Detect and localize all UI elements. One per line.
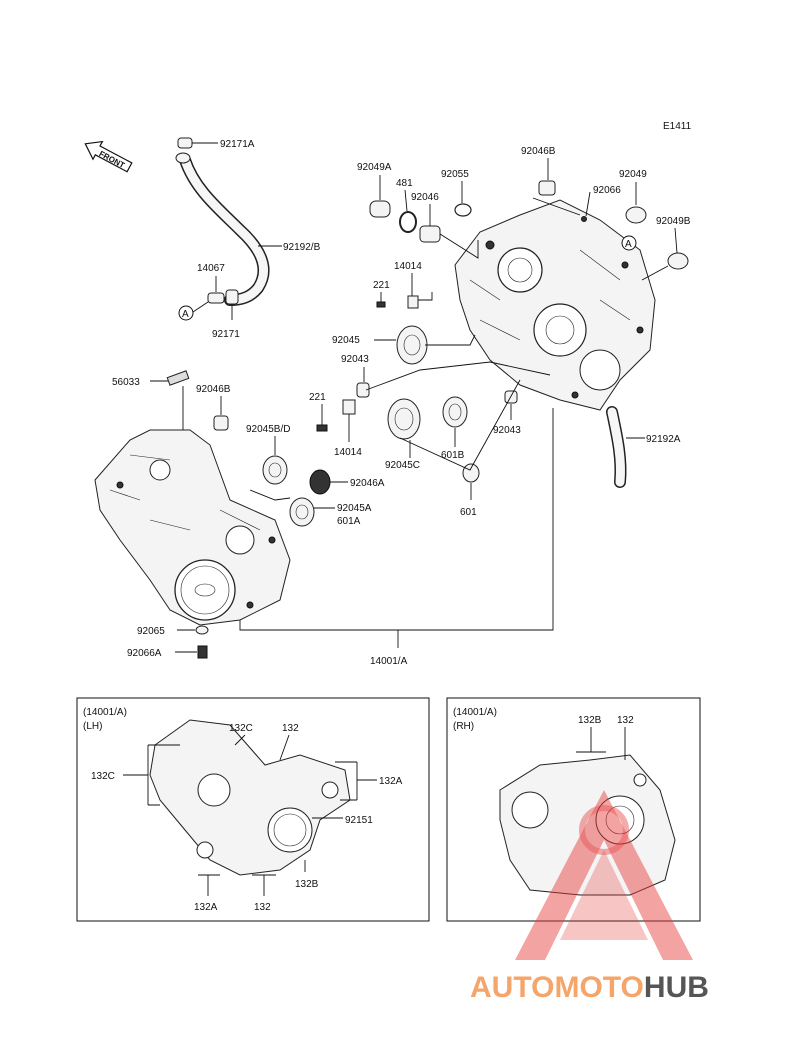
- right-crankcase: [454, 199, 656, 411]
- bearing-92045A: [289, 497, 315, 527]
- snap-ring-481: [399, 211, 417, 233]
- plate-14014-top: [407, 295, 419, 309]
- bolt-221-top: [376, 301, 386, 308]
- lh-label-132A-right: 132A: [379, 776, 403, 787]
- label-92066A: 92066A: [127, 648, 162, 659]
- clamp-92171: [225, 289, 239, 305]
- front-arrow: FRONT: [84, 140, 133, 173]
- ref-circle-a-right: [621, 235, 637, 251]
- lh-detail-box: (14001/A) (LH) 132C 132 132C 132A 92151 …: [76, 697, 430, 922]
- ref-a-right: A: [625, 239, 632, 250]
- label-221-top: 221: [373, 280, 390, 291]
- label-92049: 92049: [619, 169, 647, 180]
- dowel-92066: [581, 216, 587, 222]
- label-plate-56033: [166, 370, 190, 386]
- label-92046: 92046: [411, 192, 439, 203]
- bolt-221-mid: [316, 424, 328, 432]
- label-92055: 92055: [441, 169, 469, 180]
- label-92171: 92171: [212, 329, 240, 340]
- plug-92066A: [197, 645, 208, 659]
- needle-bearing-92046A: [309, 469, 331, 495]
- bearing-601: [462, 463, 480, 483]
- bearing-92046: [419, 225, 441, 243]
- seal-92049A: [369, 200, 391, 218]
- clamp-92171A: [177, 137, 218, 149]
- seal-92049: [625, 206, 647, 224]
- bearing-92045C: [387, 398, 421, 440]
- rh-label-132B: 132B: [578, 715, 602, 726]
- label-14001A: 14001/A: [370, 656, 408, 667]
- label-92046B-top: 92046B: [521, 146, 556, 157]
- bearing-601B: [442, 396, 468, 428]
- lh-label-132C-left: 132C: [91, 771, 115, 782]
- label-92065: 92065: [137, 626, 165, 637]
- label-56033: 56033: [112, 377, 140, 388]
- bearing-92045: [396, 325, 428, 365]
- label-92046B-mid: 92046B: [196, 384, 231, 395]
- bearing-92045BD: [262, 455, 288, 485]
- watermark-part-2: HUB: [644, 971, 709, 1004]
- fitting-14067: [207, 292, 225, 304]
- left-crankcase: [94, 429, 291, 626]
- plate-14014-mid: [342, 399, 356, 415]
- diagram-code: E1411: [663, 121, 692, 132]
- label-92049B: 92049B: [656, 216, 691, 227]
- label-221-mid: 221: [309, 392, 326, 403]
- washer-92065: [195, 625, 209, 635]
- label-14014-mid: 14014: [334, 447, 362, 458]
- label-601: 601: [460, 507, 477, 518]
- watermark-text: AUTOMOTOHUB: [470, 971, 709, 1004]
- label-92171A: 92171A: [220, 139, 255, 150]
- label-92043-right: 92043: [493, 425, 521, 436]
- dowel-92043-left: [356, 382, 370, 398]
- lh-title-1: (14001/A): [83, 707, 127, 718]
- o-ring-92055: [454, 203, 472, 217]
- label-92192A: 92192A: [646, 434, 681, 445]
- label-92046A: 92046A: [350, 478, 385, 489]
- label-92045BD: 92045B/D: [246, 424, 290, 435]
- bearing-92046B-mid: [213, 415, 229, 431]
- watermark-part-1: AUTOMOTO: [470, 971, 644, 1004]
- ref-circle-a-left: [178, 305, 194, 321]
- lh-label-132-bottom: 132: [254, 902, 271, 913]
- label-601A: 601A: [337, 516, 361, 527]
- label-92045C: 92045C: [385, 460, 420, 471]
- watermark-logo: [515, 790, 693, 960]
- lh-label-92151: 92151: [345, 815, 373, 826]
- label-92192B: 92192/B: [283, 242, 321, 253]
- bearing-92046B-top: [538, 180, 556, 196]
- rh-title-2: (RH): [453, 721, 474, 732]
- label-92045: 92045: [332, 335, 360, 346]
- label-92049A: 92049A: [357, 162, 392, 173]
- ref-a-left: A: [182, 309, 189, 320]
- rh-detail-box: (14001/A) (RH) 132B 132: [446, 697, 701, 922]
- breather-hose: [175, 152, 270, 306]
- label-92045A: 92045A: [337, 503, 372, 514]
- label-481: 481: [396, 178, 413, 189]
- rh-label-132: 132: [617, 715, 634, 726]
- lh-label-132C-top: 132C: [229, 723, 253, 734]
- label-14014-top: 14014: [394, 261, 422, 272]
- lh-label-132-top: 132: [282, 723, 299, 734]
- lh-label-132B: 132B: [295, 879, 319, 890]
- lh-title-2: (LH): [83, 721, 102, 732]
- lh-label-132A-bottom: 132A: [194, 902, 218, 913]
- label-601B: 601B: [441, 450, 465, 461]
- rh-title-1: (14001/A): [453, 707, 497, 718]
- label-92043-top: 92043: [341, 354, 369, 365]
- label-14067: 14067: [197, 263, 225, 274]
- seal-92049B: [667, 252, 689, 270]
- label-92066: 92066: [593, 185, 621, 196]
